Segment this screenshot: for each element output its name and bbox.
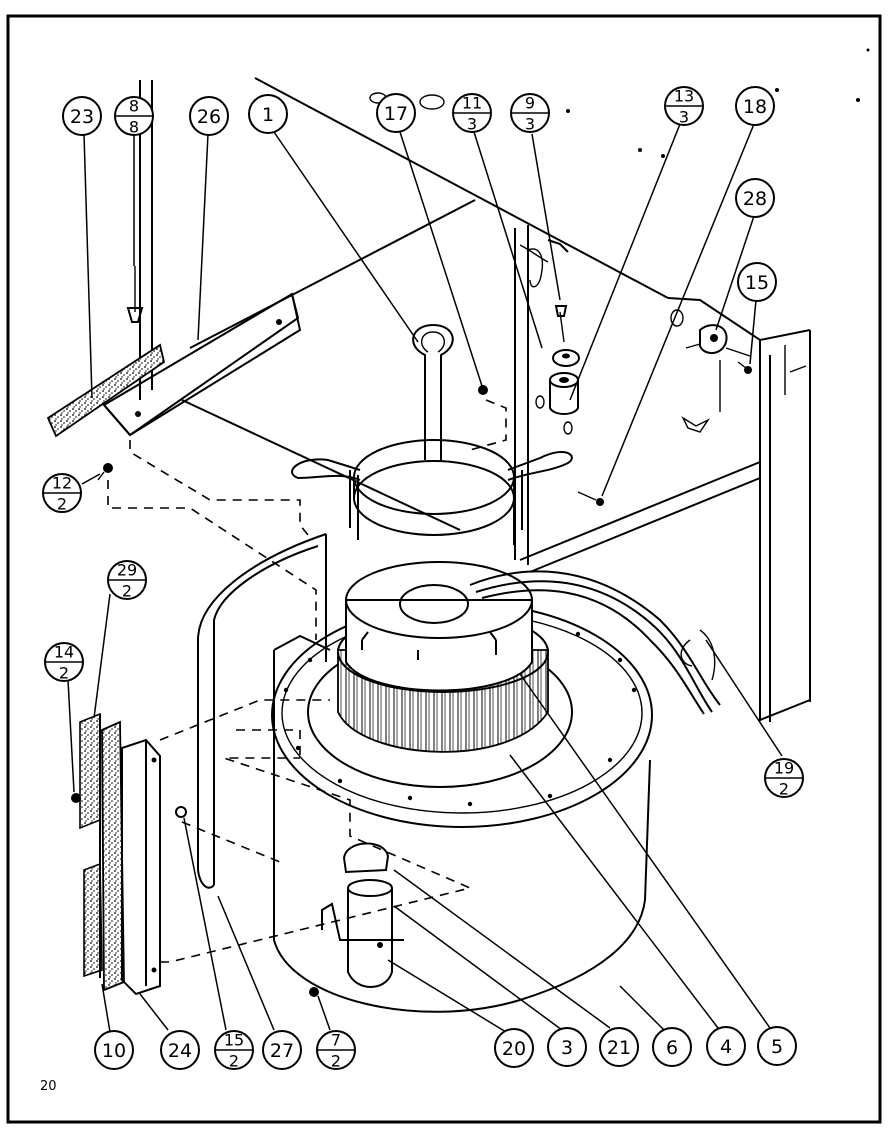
callout-13-3-top: 13 bbox=[674, 87, 694, 106]
leader-lines bbox=[67, 123, 783, 1033]
callout-13-3: 13 3 bbox=[664, 86, 704, 127]
callout-21: 21 bbox=[599, 1027, 639, 1067]
callout-14-2: 14 2 bbox=[44, 642, 84, 683]
callout-29-2: 29 2 bbox=[107, 560, 147, 601]
callout-27: 27 bbox=[262, 1030, 302, 1070]
callout-24-label: 24 bbox=[168, 1040, 192, 1062]
blower-housing-scroll bbox=[197, 533, 653, 1013]
callout-28-label: 28 bbox=[743, 188, 767, 210]
callout-19-2-top: 19 bbox=[774, 759, 794, 778]
capacitor-cap-21 bbox=[342, 842, 390, 874]
callout-12-2-top: 12 bbox=[52, 474, 72, 493]
callout-11-3-bottom: 3 bbox=[467, 115, 477, 134]
screw-8 bbox=[126, 266, 144, 323]
motor-mount-ring bbox=[291, 323, 573, 545]
housing-bolts bbox=[283, 631, 637, 807]
callout-19-2-bottom: 2 bbox=[779, 780, 789, 799]
blower-motor-5 bbox=[345, 561, 721, 715]
capacitor-20 bbox=[321, 879, 404, 988]
bolt-9 bbox=[552, 305, 580, 367]
limit-switch-28 bbox=[685, 324, 751, 357]
screw-15-upper bbox=[737, 361, 752, 374]
callout-7-2: 7 2 bbox=[316, 1030, 356, 1071]
callout-20: 20 bbox=[494, 1028, 534, 1068]
insulation-strip-23 bbox=[46, 343, 166, 438]
callout-3: 3 bbox=[547, 1027, 587, 1067]
callout-9-3-bottom: 3 bbox=[525, 115, 535, 134]
screw-15 bbox=[175, 806, 187, 818]
callout-23-label: 23 bbox=[70, 106, 94, 128]
callout-15: 15 bbox=[737, 262, 777, 302]
spacer-13 bbox=[535, 372, 579, 435]
page-number: 20 bbox=[40, 1079, 57, 1094]
callout-15-2: 15 2 bbox=[214, 1030, 254, 1071]
callout-1: 1 bbox=[248, 94, 288, 134]
callout-5-label: 5 bbox=[771, 1036, 783, 1058]
callout-17: 17 bbox=[376, 93, 416, 133]
dashed-assembly-lines bbox=[107, 399, 507, 963]
callout-7-2-top: 7 bbox=[331, 1031, 341, 1050]
screw-18 bbox=[577, 491, 604, 506]
callout-6: 6 bbox=[652, 1027, 692, 1067]
callout-28: 28 bbox=[735, 178, 775, 218]
callout-10: 10 bbox=[94, 1030, 134, 1070]
callout-20-label: 20 bbox=[502, 1038, 526, 1060]
callout-4-label: 4 bbox=[720, 1036, 732, 1058]
callout-13-3-bottom: 3 bbox=[679, 108, 689, 127]
callout-14-2-top: 14 bbox=[54, 643, 74, 662]
callout-27-label: 27 bbox=[270, 1040, 294, 1062]
callout-11-3-top: 11 bbox=[462, 94, 482, 113]
callout-1-label: 1 bbox=[262, 104, 274, 126]
callout-29-2-top: 29 bbox=[117, 561, 137, 580]
callout-12-2-bottom: 2 bbox=[57, 495, 67, 514]
callout-6-label: 6 bbox=[666, 1037, 678, 1059]
nut-17 bbox=[478, 385, 488, 395]
callout-21-label: 21 bbox=[607, 1037, 631, 1059]
callout-8-8: 8 8 bbox=[114, 96, 154, 137]
callout-9-3: 9 3 bbox=[510, 93, 550, 134]
callout-23: 23 bbox=[62, 96, 102, 136]
callout-14-2-bottom: 2 bbox=[59, 664, 69, 683]
page-border bbox=[6, 14, 882, 1124]
callout-8-8-top: 8 bbox=[129, 97, 139, 116]
callout-7-2-bottom: 2 bbox=[331, 1052, 341, 1071]
callout-15-2-top: 15 bbox=[224, 1031, 244, 1050]
callout-15-2-bottom: 2 bbox=[229, 1052, 239, 1071]
callout-24: 24 bbox=[160, 1030, 200, 1070]
callout-3-label: 3 bbox=[561, 1037, 573, 1059]
callout-26-label: 26 bbox=[197, 106, 221, 128]
screw-7 bbox=[309, 987, 319, 997]
callout-5: 5 bbox=[757, 1026, 797, 1066]
callout-19-2: 19 2 bbox=[764, 758, 804, 799]
panel-assembly bbox=[71, 712, 161, 996]
callout-18-label: 18 bbox=[743, 96, 767, 118]
callout-4: 4 bbox=[706, 1026, 746, 1066]
callout-26: 26 bbox=[189, 96, 229, 136]
callout-15-label: 15 bbox=[745, 272, 769, 294]
callout-17-label: 17 bbox=[384, 103, 408, 125]
callout-18: 18 bbox=[735, 86, 775, 126]
callout-9-3-top: 9 bbox=[525, 94, 535, 113]
callout-12-2: 12 2 bbox=[42, 473, 82, 514]
callout-11-3: 11 3 bbox=[452, 93, 492, 134]
callout-8-8-bottom: 8 bbox=[129, 118, 139, 137]
callout-10-label: 10 bbox=[102, 1040, 126, 1062]
screw-12 bbox=[97, 463, 113, 481]
callout-29-2-bottom: 2 bbox=[122, 582, 132, 601]
